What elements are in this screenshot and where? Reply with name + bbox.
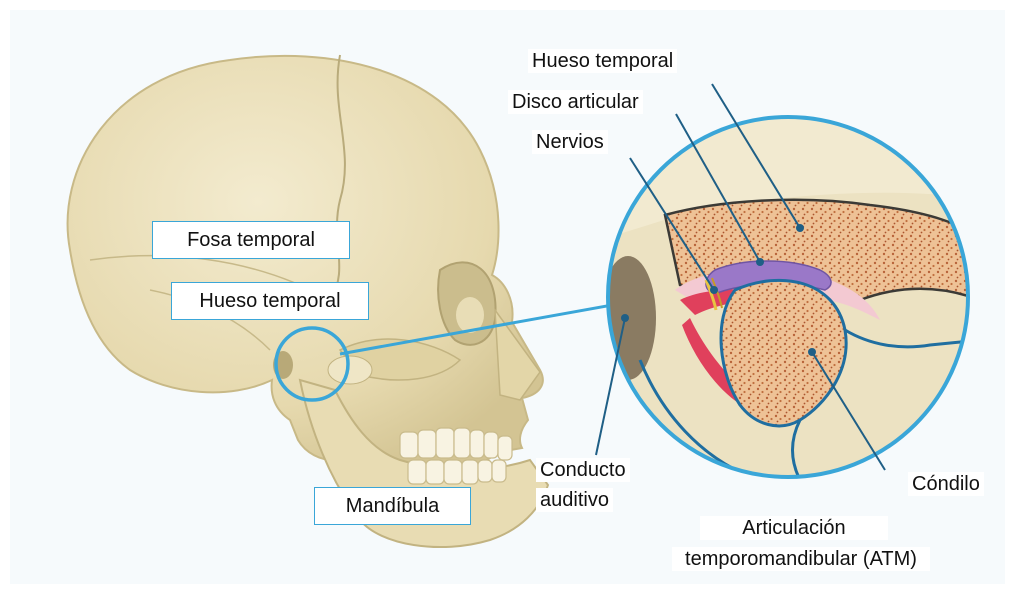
pointer-dot-condyle: [808, 348, 816, 356]
label-condilo: Cóndilo: [908, 472, 984, 496]
label-nervios: Nervios: [532, 130, 608, 154]
pointer-dot-disc: [756, 258, 764, 266]
label-atm-line2: temporomandibular (ATM): [672, 547, 930, 571]
label-conducto-line2: auditivo: [536, 488, 613, 512]
label-hueso-temporal-skull: Hueso temporal: [171, 282, 369, 320]
pointer-dot-nerve: [710, 286, 718, 294]
label-conducto-line1: Conducto: [536, 458, 630, 482]
label-mandibula: Mandíbula: [314, 487, 471, 525]
label-fosa-temporal: Fosa temporal: [152, 221, 350, 259]
pointer-dot-temporal: [796, 224, 804, 232]
pointer-dot-canal: [621, 314, 629, 322]
label-disco-articular: Disco articular: [508, 90, 643, 114]
label-hueso-temporal-inset: Hueso temporal: [528, 49, 677, 73]
label-atm-line1: Articulación: [700, 516, 888, 540]
